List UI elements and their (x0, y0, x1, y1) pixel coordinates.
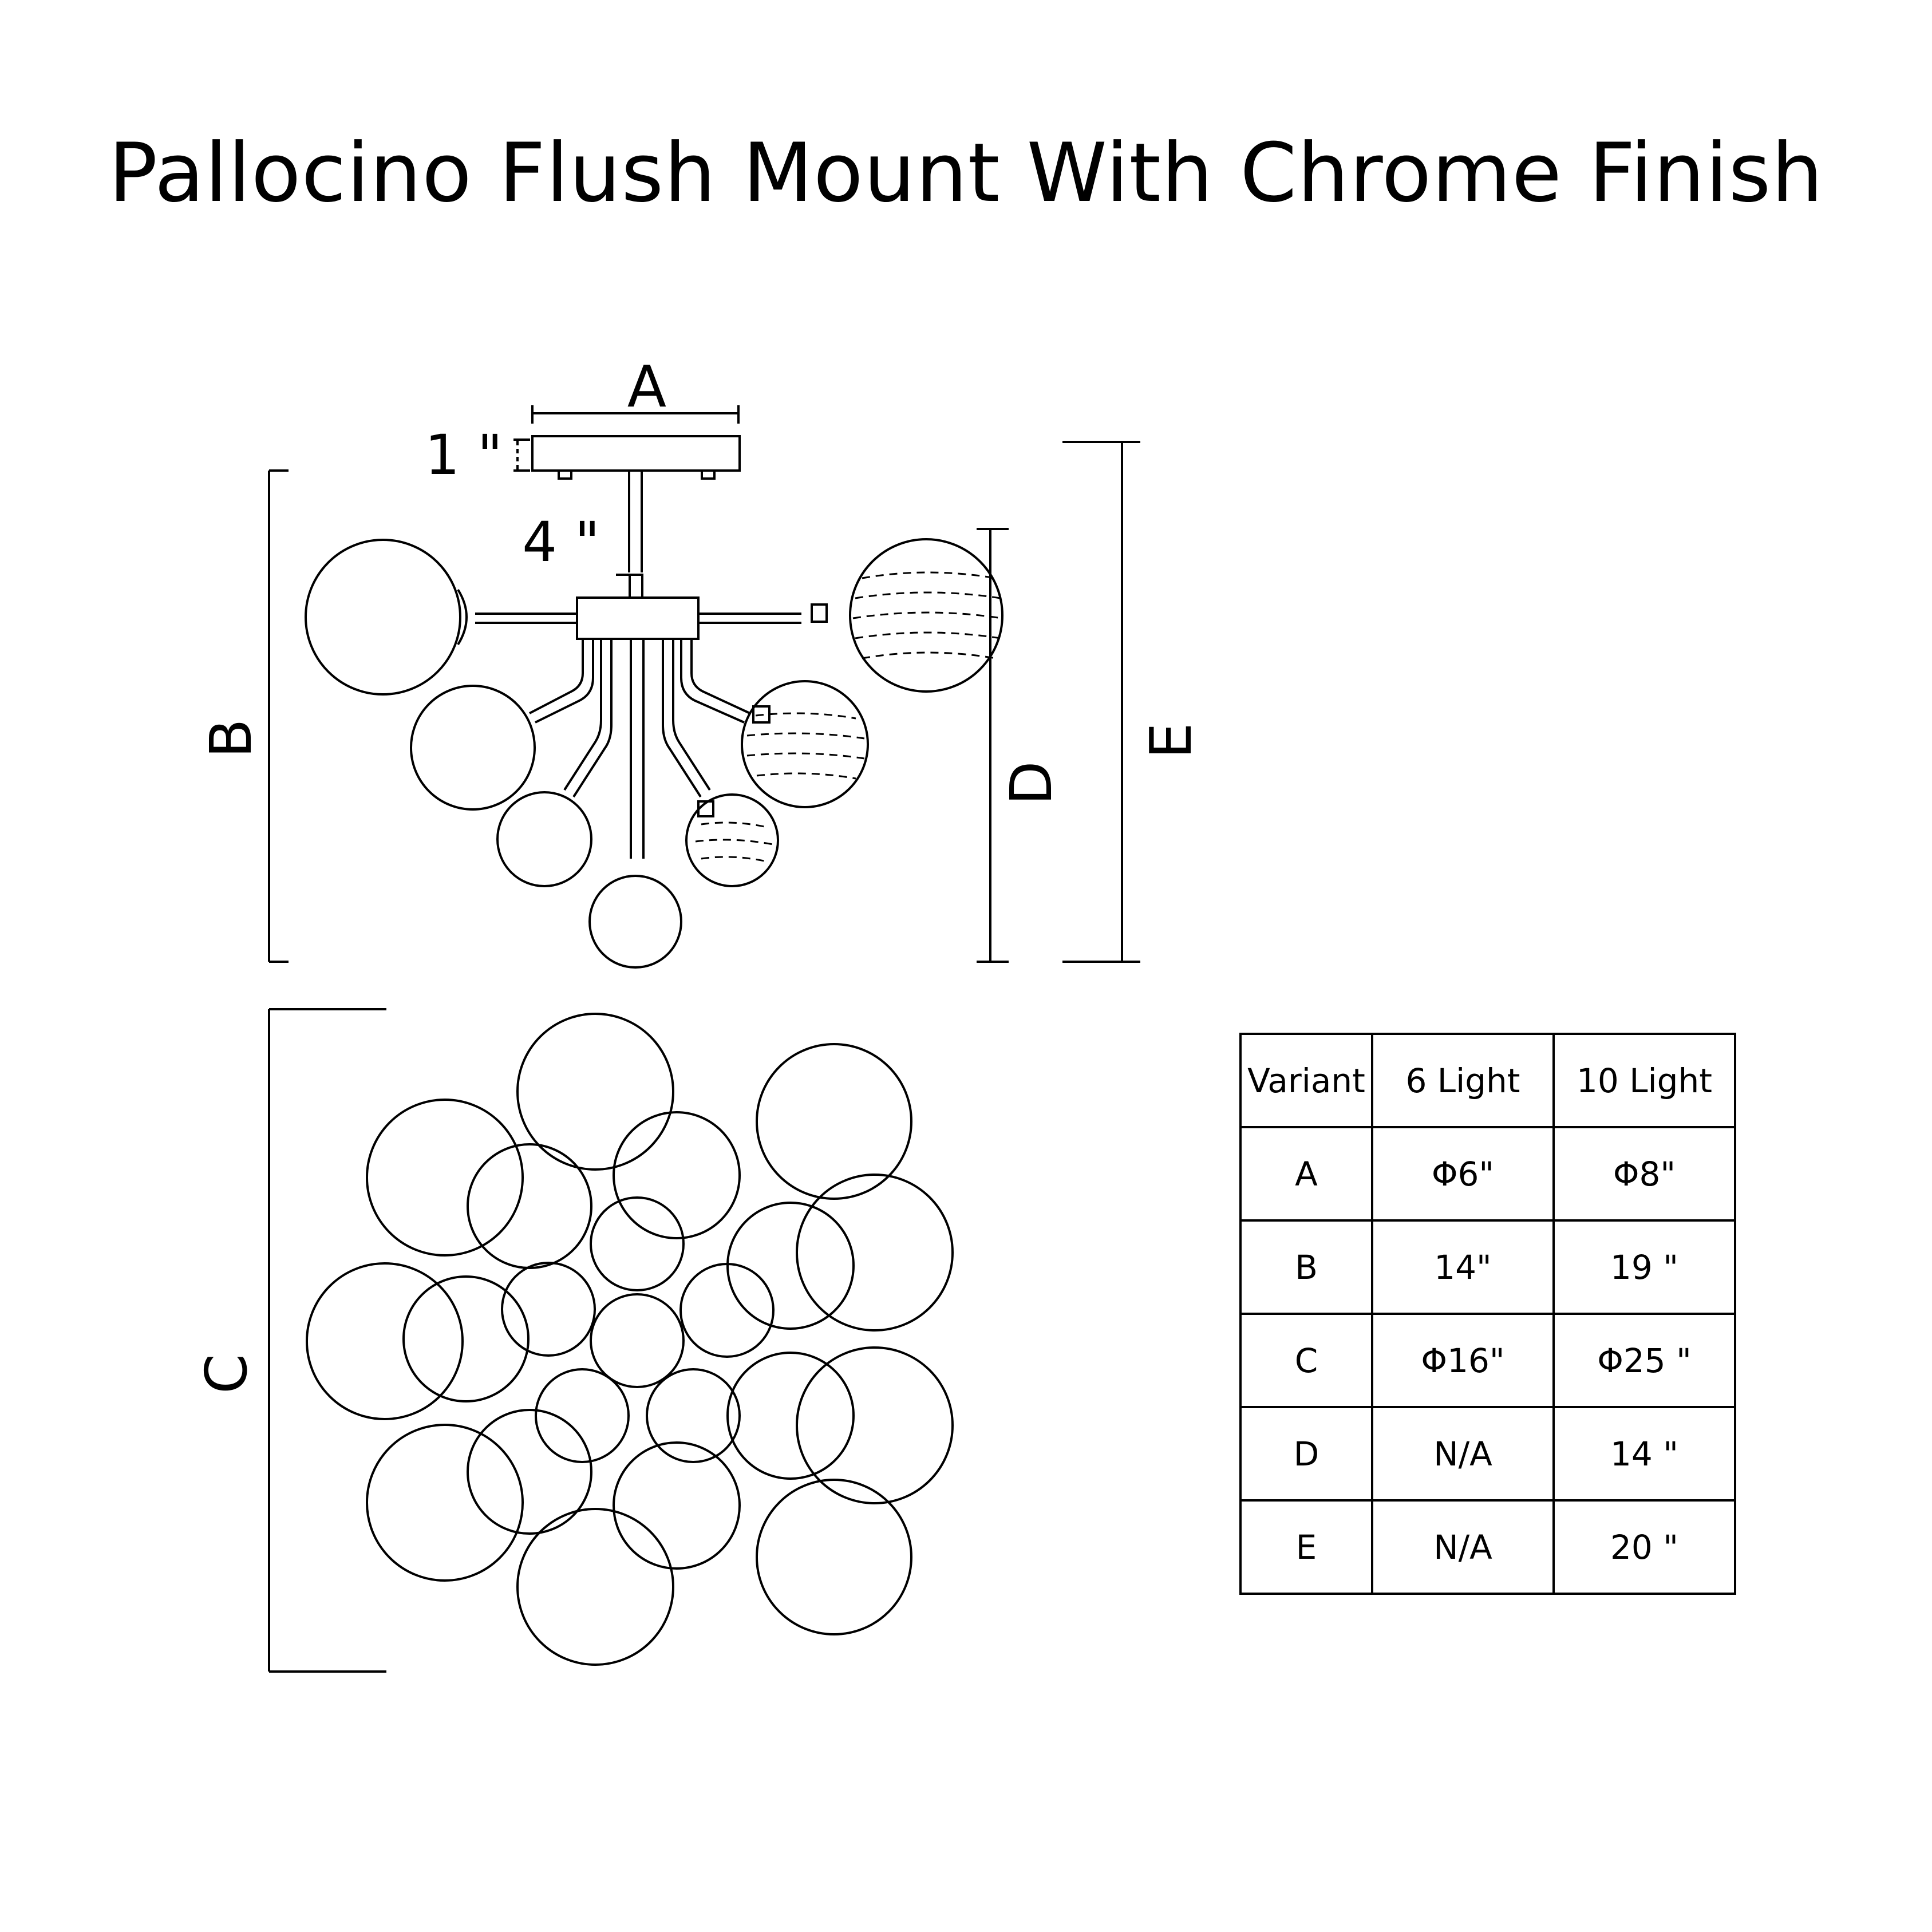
table-row: C Φ16" Φ25 " (1239, 1313, 1736, 1408)
page-title: Pallocino Flush Mount With Chrome Finish (108, 126, 1824, 220)
cell: E (1239, 1499, 1373, 1595)
cell: 19 " (1552, 1219, 1736, 1315)
table-row: E N/A 20 " (1239, 1499, 1736, 1595)
cell: 20 " (1552, 1499, 1736, 1595)
table-row: B 14" 19 " (1239, 1219, 1736, 1315)
header-6-light: 6 Light (1371, 1033, 1555, 1128)
cell: Φ6" (1371, 1126, 1555, 1222)
dim-stem-length: 4 " (522, 510, 600, 574)
globe (305, 539, 461, 696)
header-variant: Variant (1239, 1033, 1373, 1128)
globe (496, 791, 592, 887)
top-view-globes (306, 1013, 954, 1666)
cell: N/A (1371, 1406, 1555, 1502)
cell: C (1239, 1313, 1373, 1408)
dim-canopy-height: 1 " (425, 423, 503, 487)
label-b: B (197, 719, 264, 758)
cell: Φ25 " (1552, 1313, 1736, 1408)
label-a: A (627, 353, 666, 420)
cell: 14 " (1552, 1406, 1736, 1502)
label-c: C (193, 1354, 260, 1394)
cell: N/A (1371, 1499, 1555, 1595)
spec-table: Variant 6 Light 10 Light A Φ6" Φ8" B 14"… (1239, 1033, 1736, 1595)
canopy (531, 435, 741, 472)
label-d: D (998, 761, 1065, 805)
cell: 14" (1371, 1219, 1555, 1315)
cell: D (1239, 1406, 1373, 1502)
globe (685, 793, 779, 887)
globe (410, 685, 536, 811)
table-row: D N/A 14 " (1239, 1406, 1736, 1502)
header-10-light: 10 Light (1552, 1033, 1736, 1128)
table-row: A Φ6" Φ8" (1239, 1126, 1736, 1222)
cell: Φ8" (1552, 1126, 1736, 1222)
globe (588, 875, 682, 969)
globe (849, 538, 1003, 693)
cell: B (1239, 1219, 1373, 1315)
hub (576, 596, 700, 640)
cell: A (1239, 1126, 1373, 1222)
cell: Φ16" (1371, 1313, 1555, 1408)
globe (741, 680, 869, 808)
table-header-row: Variant 6 Light 10 Light (1239, 1033, 1736, 1128)
label-e: E (1137, 722, 1204, 758)
